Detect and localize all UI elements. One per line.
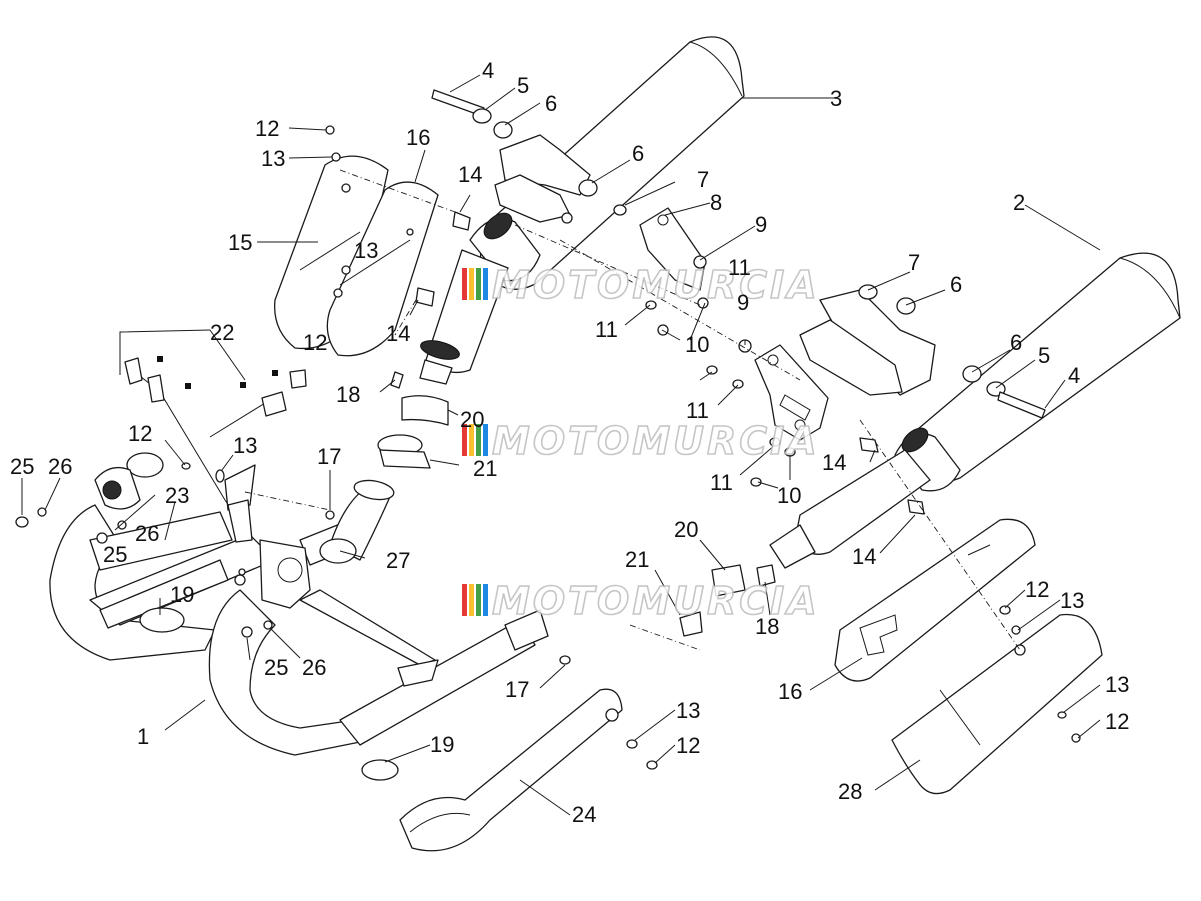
callout-26-mid: 26 [135,521,159,546]
callout-13-right-low: 13 [1105,672,1129,697]
callout-12-top: 12 [255,116,279,141]
callout-25-left: 25 [10,454,34,479]
callout-10-top: 10 [685,332,709,357]
callout-11-top: 11 [728,255,751,280]
callout-13-left: 13 [233,433,257,458]
callout-12-right-low: 12 [1105,709,1129,734]
callout-19-left: 19 [170,582,194,607]
watermark-1: MOTOMURCIA [462,262,820,308]
callout-6-top: 6 [545,91,557,116]
callout-4-top: 4 [482,58,494,83]
clamps-lower [679,437,925,637]
callout-7-right: 7 [908,250,920,275]
callout-16-low: 16 [778,679,802,704]
callout-23: 23 [165,483,189,508]
callout-12-right-top: 12 [1025,577,1049,602]
part-23-pipe-section [89,464,256,633]
callout-18-low: 18 [755,614,779,639]
callout-6-right-low: 6 [1010,330,1022,355]
callout-13-right-top: 13 [1060,588,1084,613]
part-16-heat-shield-lower [834,518,1036,682]
callout-28: 28 [838,779,862,804]
callout-10-low: 10 [777,483,801,508]
part-2-right-silencer [799,252,1181,492]
part-3-upper-silencer [469,36,745,290]
leader-lines [21,74,1101,816]
callout-27: 27 [386,548,410,573]
part-8-bracket [639,207,706,291]
callout-22: 22 [210,320,234,345]
fasteners-center [431,89,1046,487]
watermark-3: MOTOMURCIA [462,578,820,624]
part-24-lower-heat-shield [399,688,623,852]
callout-13-mid: 13 [354,238,378,263]
clamps-upper [377,211,471,469]
callout-labels: 3 2 4 5 6 6 7 8 9 11 11 10 9 11 11 10 7 … [10,58,1129,827]
callout-21-low: 21 [625,547,649,572]
callout-17-top: 17 [317,444,341,469]
part-16-heat-shield-upper [326,181,439,357]
callout-12-mid: 12 [303,330,327,355]
watermark-text-3: MOTOMURCIA [492,579,820,623]
callout-1: 1 [137,724,149,749]
callout-14-top: 14 [458,162,482,187]
callout-18-top: 18 [336,382,360,407]
callout-14-right-low: 14 [852,544,876,569]
callout-11-mid: 11 [686,398,709,423]
callout-20-top: 20 [460,407,484,432]
watermark-text-1: MOTOMURCIA [492,263,820,307]
part-2-tail-pipe [769,449,931,569]
callout-14-right-top: 14 [822,450,846,475]
watermark-2: MOTOMURCIA [462,418,820,464]
callout-6-right-top: 6 [950,272,962,297]
callout-6-mid: 6 [632,141,644,166]
callout-26-low: 26 [302,655,326,680]
callout-13-top: 13 [261,146,285,171]
assembly-dashed-lines [244,169,1021,651]
callout-24: 24 [572,802,596,827]
callout-21-top: 21 [473,456,497,481]
watermark-text-2: MOTOMURCIA [492,419,820,463]
callout-19-low: 19 [430,732,454,757]
part-22-lambda-sensor [124,356,307,543]
callout-12-low: 12 [676,733,700,758]
callout-13-low: 13 [676,698,700,723]
callout-14-mid: 14 [386,321,410,346]
callout-5-top: 5 [517,73,529,98]
callout-5-right: 5 [1038,343,1050,368]
callout-7-top: 7 [697,167,709,192]
callout-17-low: 17 [505,677,529,702]
callout-9-mid: 9 [737,290,749,315]
callout-9-top: 9 [755,212,767,237]
part-28-lower-heat-shield [891,613,1103,795]
callout-20-low: 20 [674,517,698,542]
callout-11-left: 11 [595,317,618,342]
part-9-bracket [754,344,829,441]
callout-16-top: 16 [406,125,430,150]
callout-8: 8 [710,190,722,215]
callout-25-mid: 25 [103,542,127,567]
callout-2: 2 [1013,190,1025,215]
callout-3: 3 [830,86,842,111]
callout-15: 15 [228,230,252,255]
callout-25-low: 25 [264,655,288,680]
callout-12-left: 12 [128,421,152,446]
callout-4-right: 4 [1068,363,1080,388]
callout-26-left: 26 [48,454,72,479]
callout-11-low: 11 [710,470,733,495]
